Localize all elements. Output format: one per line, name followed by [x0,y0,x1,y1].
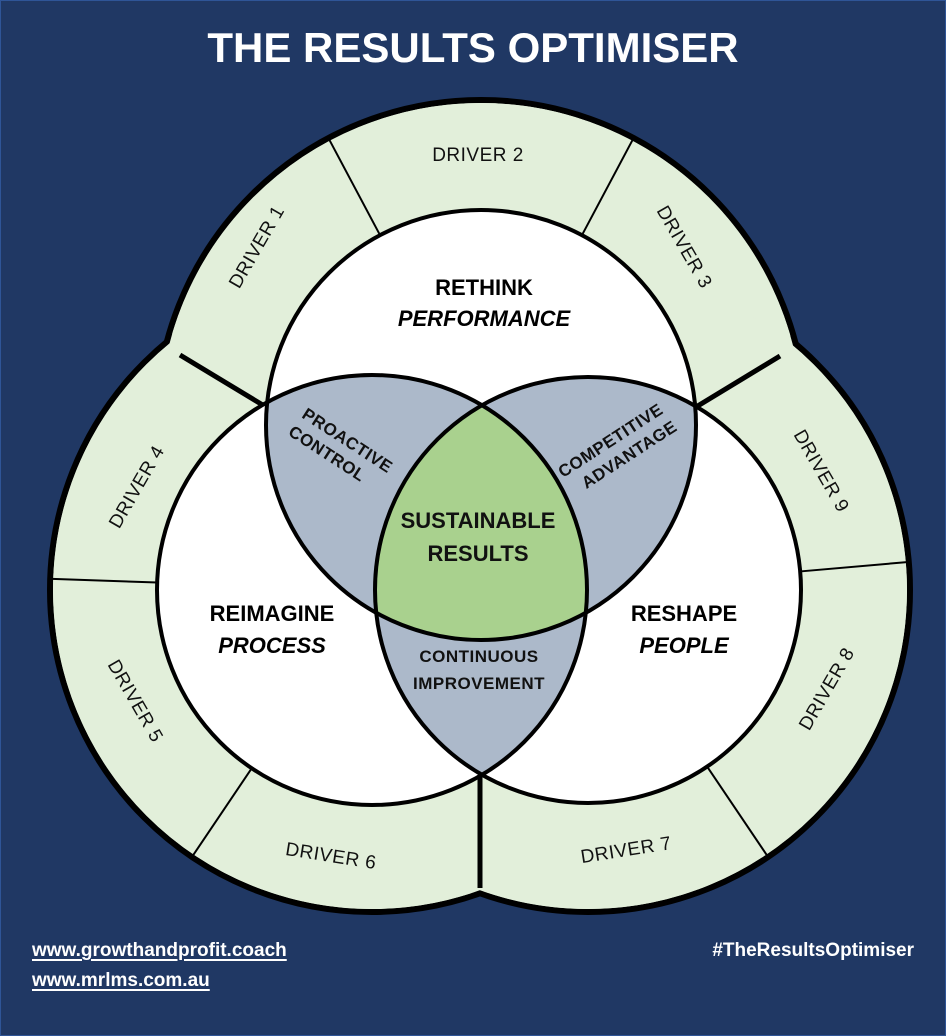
boundary-top-right [694,353,782,410]
circle-top-title: RETHINK [435,275,533,300]
overlap-center [375,377,587,640]
inner-outlines [155,208,803,807]
divider-driver-2-3 [581,139,634,236]
overlap-bottom-line2: IMPROVEMENT [413,674,545,693]
circle-right-outline [373,375,803,805]
circle-right-subtitle: PEOPLE [639,633,730,658]
divider-driver-4-5 [52,577,158,584]
circle-left-subtitle: PROCESS [218,633,326,658]
website-link-mrlms[interactable]: www.mrlms.com.au [32,970,210,991]
circle-left-outline [155,373,589,807]
circle-top-outline [264,208,698,642]
center-label-line1: SUSTAINABLE [401,508,556,533]
driver-2-label: DRIVER 2 [432,145,524,166]
hashtag: #TheResultsOptimiser [712,940,914,961]
divider-driver-8-9 [800,561,907,573]
page-title: THE RESULTS OPTIMISER [207,24,739,71]
divider-driver-7-8 [706,766,768,856]
circle-top-subtitle: PERFORMANCE [398,306,572,331]
circle-left-title: REIMAGINE [210,601,335,626]
center-label-line2: RESULTS [427,541,528,566]
circle-right-title: RESHAPE [631,601,737,626]
boundary-top-left [178,352,268,410]
segment-dividers [52,139,907,856]
ring-boundaries [178,352,782,888]
divider-driver-5-6 [192,767,253,856]
website-link-growthandprofit[interactable]: www.growthandprofit.coach [32,940,287,961]
overlap-bottom-line1: CONTINUOUS [419,647,538,666]
divider-driver-1-2 [328,139,381,236]
